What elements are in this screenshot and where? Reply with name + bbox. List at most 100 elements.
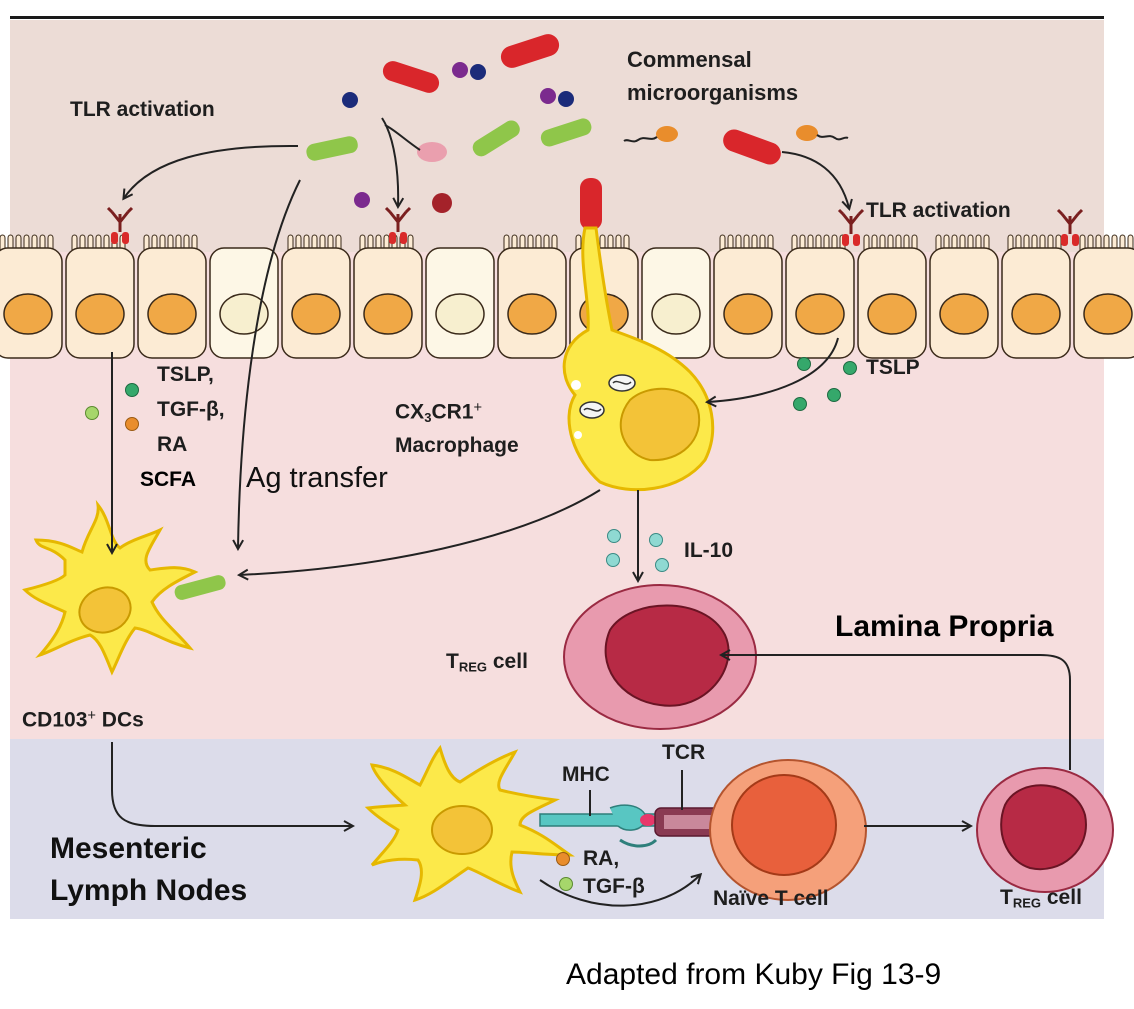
bacterium-orange [796,125,818,141]
cell-nucleus [1083,293,1133,335]
cx3cr1-subscript: 3 [424,409,432,425]
il10-dot [655,558,669,572]
cell-nucleus [147,293,197,335]
bacterium-purple [540,88,556,104]
tgf-beta-bottom-label: TGF-β [583,875,645,898]
bacterium-red [723,129,781,165]
tslp-dot [797,357,811,371]
lamina-propria-label: Lamina Propria [835,610,1054,643]
microvillus [359,234,366,252]
bacterium-navy [342,92,358,108]
treg-lymph-subscript: REG [1012,895,1042,911]
tlr-activation-left-label: TLR activation [70,98,215,121]
tslp-dot [827,388,841,402]
cell-nucleus [939,293,989,335]
treg-lamina-t: T [446,650,459,673]
arrow-tslp-to-macrophage [708,337,839,402]
arrow-ag-transfer [238,179,301,548]
mesenteric-label-line1: Mesenteric [50,832,207,865]
microvillus [503,234,510,252]
cx3cr1-macrophage [562,226,715,492]
treg-lamina-label: TREG cell [446,650,528,674]
microvillus [1079,234,1086,252]
tslp-right-label: TSLP [866,356,920,379]
cd103-text: CD103 [22,708,88,732]
cell-nucleus [363,293,413,335]
treg-lamina-cell: cell [487,650,528,673]
source-caption: Adapted from Kuby Fig 13-9 [566,958,942,991]
arrow-ra-tgf-to-tcell [539,875,700,907]
il10-label: IL-10 [684,539,734,562]
ra-dot [556,852,570,866]
commensal-label-line1: Commensal [627,47,752,72]
epithelial-layer [0,247,1134,359]
microvillus [863,234,870,252]
lymph-node-dendritic-cell [364,744,575,903]
mhc-tcr-synapse [539,804,721,848]
tslp-dot [843,361,857,375]
il10-dot [607,529,621,543]
arrow-macrophage-to-dc [240,489,601,575]
cell-nucleus [867,293,917,335]
cell-nucleus [507,293,557,335]
microvillus [71,234,78,252]
mesenteric-label-line2: Lymph Nodes [50,874,248,907]
tlr-receptor-middle [384,206,412,244]
cell-nucleus [795,293,845,335]
naive-t-cell [709,759,867,901]
bacterium-green [540,118,592,147]
cd103-dcs-label: CD103+ DCs [22,708,144,733]
cell-nucleus [651,293,701,335]
bacterium-purple [354,192,370,208]
commensal-label-line2: microorganisms [627,80,799,105]
treg-lymph-label: TREG cell [1000,886,1082,910]
ag-transfer-label: Ag transfer [246,462,388,494]
bacterium-green [472,120,520,157]
microvillus [1007,234,1014,252]
arrow-tlr-middle [381,117,398,206]
cd103-dcs-text: DCs [95,708,144,732]
cell-nucleus [723,293,773,335]
cell-nucleus [75,293,125,335]
tgf-dot [85,406,99,420]
bacterium-purple [452,62,468,78]
bacterium-orange [656,126,678,142]
scfa-label: SCFA [140,468,197,491]
commensal-bacteria [306,34,849,230]
naive-t-cell-label: Naïve T cell [713,887,829,910]
tcr-label: TCR [662,741,706,764]
tslp-dot [125,383,139,397]
tslp-dot [793,397,807,411]
treg-lymph-cell: cell [1041,886,1082,909]
treg-cell-lymph-node [976,767,1114,893]
ra-left-label: RA [157,433,188,456]
arrow-tlr-left [124,144,299,198]
tlr-receptor-right-2 [1056,208,1084,246]
tgf-beta-left-label: TGF-β, [157,398,225,421]
microvillus [143,234,150,252]
treg-lamina-subscript: REG [458,659,488,675]
tslp-left-label: TSLP, [157,363,214,386]
cx3cr1-rest: CR1 [431,400,474,424]
cell-nucleus [291,293,341,335]
tlr-receptor-left [106,206,134,244]
cell-nucleus [3,293,53,335]
bacterium-navy [470,64,486,80]
bacterium-red [500,34,560,68]
cd103-superscript: + [87,708,96,724]
bacterium-green [306,136,358,161]
microvilli-brush-border [0,234,1134,252]
microvillus [719,234,726,252]
arrow-treg-to-lamina [722,655,1071,770]
bacterium-red [382,61,440,93]
bacterium-red-invading [580,178,602,230]
arrow-dc-to-lymph-node [111,742,352,826]
macrophage-label: Macrophage [395,434,519,457]
bacterium-navy [558,91,574,107]
cx3cr1-text: CX [395,400,425,424]
cx3cr1-superscript: + [473,400,483,416]
microvillus [791,234,798,252]
cx3cr1-label: CX3CR1+ [395,400,482,425]
il10-dot [606,553,620,567]
